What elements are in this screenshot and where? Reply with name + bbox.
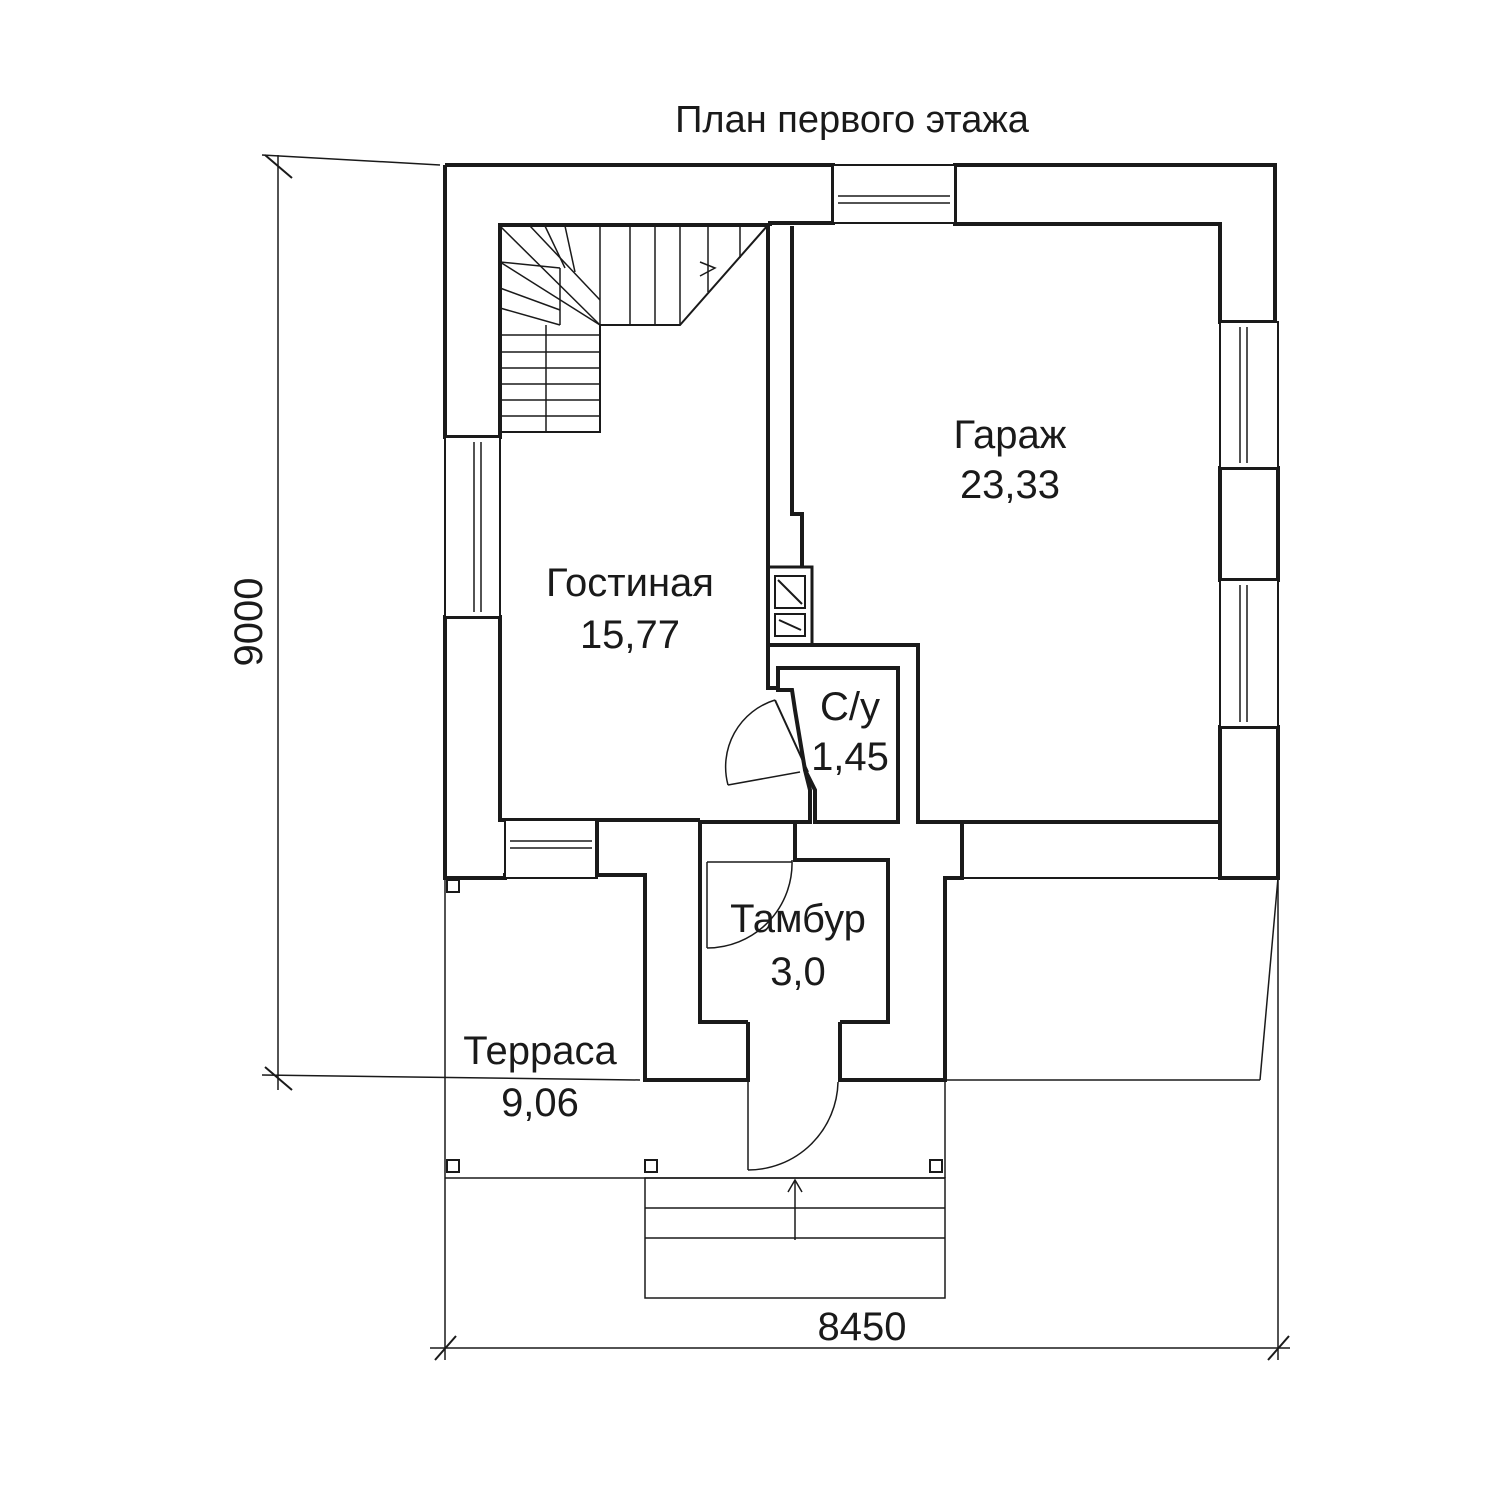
room-wc: С/у 1,45 — [811, 685, 889, 779]
room-area: 9,06 — [501, 1081, 579, 1125]
room-name: Терраса — [463, 1029, 617, 1073]
dimension-lines — [261, 154, 1290, 1361]
terrace — [444, 877, 1279, 1299]
room-name: Гостиная — [546, 561, 714, 605]
room-area: 1,45 — [811, 735, 889, 779]
staircase — [499, 224, 771, 433]
doors — [706, 699, 839, 1171]
room-area: 15,77 — [580, 613, 680, 657]
room-terrace: Терраса 9,06 — [463, 1029, 617, 1125]
plan-title: План первого этажа — [675, 99, 1030, 141]
room-name: Гараж — [954, 413, 1067, 457]
room-name: С/у — [820, 685, 880, 729]
width-dimension: 8450 — [818, 1305, 907, 1349]
room-vestibule: Тамбур 3,0 — [730, 897, 866, 994]
room-garage: Гараж 23,33 — [954, 413, 1067, 507]
room-name: Тамбур — [730, 897, 866, 941]
height-dimension: 9000 — [227, 578, 271, 667]
interior-walls — [595, 226, 1220, 1082]
room-area: 23,33 — [960, 463, 1060, 507]
windows — [444, 164, 1279, 879]
room-area: 3,0 — [770, 950, 826, 994]
room-living: Гостиная 15,77 — [546, 561, 714, 657]
